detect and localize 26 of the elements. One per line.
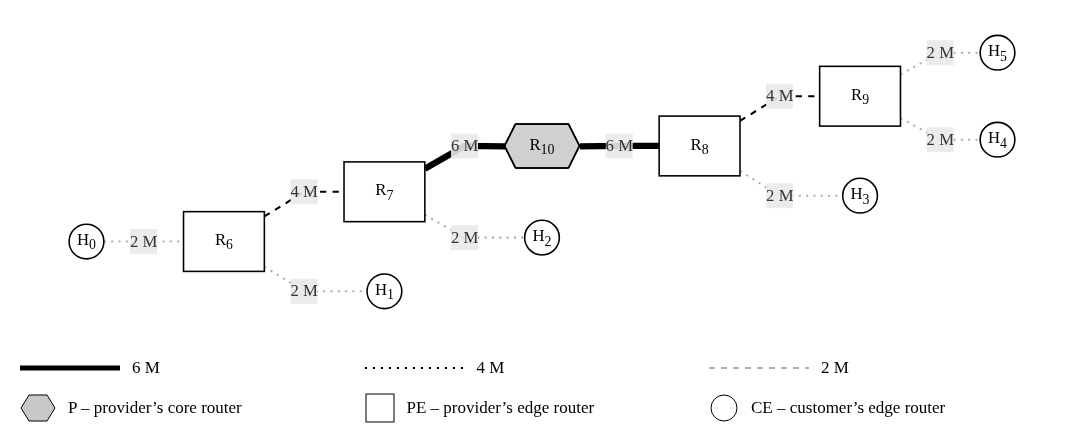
legend-text: PE – provider’s edge router — [406, 398, 595, 418]
node-circle: H$_{2}$ — [523, 219, 561, 256]
edge-label: 2 M — [926, 130, 955, 149]
edge-label: 4 M — [290, 182, 318, 201]
edge-label: 2 M — [766, 186, 794, 205]
legend-text: 2 M — [821, 358, 849, 378]
legend-text: 6 M — [132, 358, 160, 378]
node-circle: H$_{0}$ — [68, 223, 105, 260]
edge-label: 4 M — [766, 86, 794, 105]
node-circle: H$_{3}$ — [841, 177, 879, 214]
edge-label: 6 M — [450, 136, 479, 155]
node-box: R$_{8}$ — [658, 115, 741, 177]
legend-text: P – provider’s core router — [68, 398, 242, 418]
edge-label: 2 M — [129, 232, 158, 250]
node-circle: H$_{1}$ — [366, 273, 403, 310]
legend-text: CE – customer’s edge router — [751, 398, 946, 418]
edge-label: 2 M — [290, 281, 318, 300]
edge-label: 2 M — [450, 228, 479, 246]
node-box: R$_{7}$ — [343, 161, 426, 223]
node-box: R$_{9}$ — [818, 65, 902, 127]
legend-text: 4 M — [476, 358, 505, 378]
edge-label: 2 M — [926, 43, 955, 62]
edge-label: 6 M — [605, 136, 634, 155]
node-circle: H$_{4}$ — [979, 121, 1016, 158]
node-circle: H$_{5}$ — [979, 34, 1016, 71]
node-box: R$_{6}$ — [182, 210, 266, 273]
